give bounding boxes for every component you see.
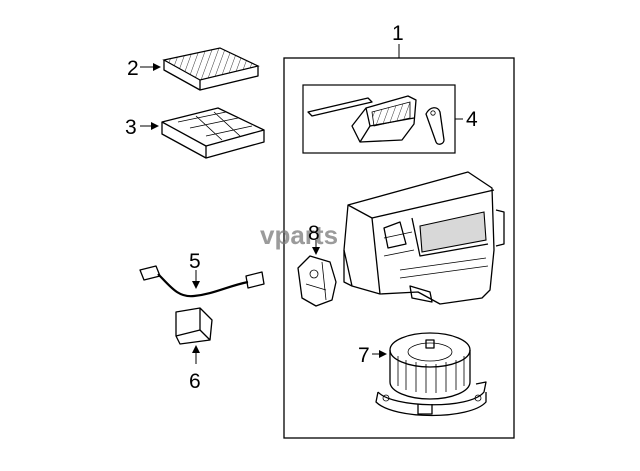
cabin-filter: [162, 47, 260, 91]
actuator: [297, 255, 337, 307]
blower-motor: [375, 332, 487, 417]
callout-8: 8: [308, 222, 320, 245]
sub-box-4: [302, 84, 463, 154]
damper-door: [351, 95, 417, 143]
wire-harness: [139, 265, 265, 298]
blower-case: [343, 171, 505, 305]
watermark: vparts: [260, 220, 338, 250]
callout-4: 4: [466, 108, 478, 131]
damper-link: [425, 107, 445, 145]
control-module: [175, 307, 213, 345]
callout-3: 3: [125, 116, 137, 139]
callout-5: 5: [189, 250, 201, 273]
callout-7: 7: [358, 344, 370, 367]
assembly-box: [283, 44, 515, 439]
filter-frame: [161, 107, 265, 159]
callout-6: 6: [189, 370, 201, 393]
damper-strip: [307, 97, 373, 117]
callout-2: 2: [127, 57, 139, 80]
callout-1: 1: [392, 22, 404, 45]
